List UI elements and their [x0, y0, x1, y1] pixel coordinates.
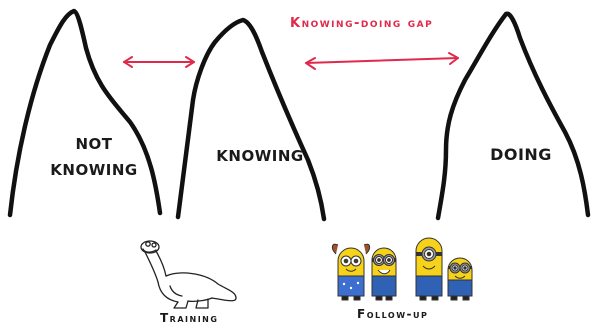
mountain-doing	[435, 11, 591, 221]
dinosaur-icon	[140, 240, 237, 309]
label-doing: DOING	[476, 142, 566, 168]
label-not-knowing-line-2: KNOWING	[50, 161, 138, 179]
minions-icon	[331, 237, 473, 301]
mountain-not-knowing	[7, 8, 163, 218]
label-knowing-line-1: KNOWING	[216, 147, 304, 165]
training-caption: Training	[160, 311, 219, 325]
follow-up-caption: Follow-up	[357, 307, 429, 321]
label-not-knowing-line-1: NOT	[75, 135, 113, 153]
label-doing-line-1: DOING	[490, 145, 552, 164]
label-knowing: KNOWING	[200, 143, 320, 169]
knowing-doing-gap-label: Knowing-doing gap	[290, 16, 434, 31]
arrow-knowing-doing-gap	[305, 52, 459, 70]
arrow-not-knowing-knowing	[123, 56, 195, 68]
mountain-knowing	[175, 17, 327, 222]
label-not-knowing: NOT KNOWING	[44, 131, 144, 183]
